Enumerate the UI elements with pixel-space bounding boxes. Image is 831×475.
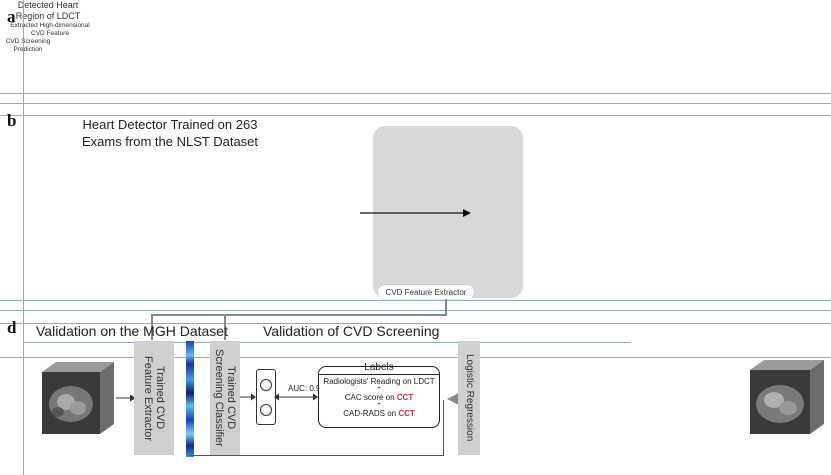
trained-extractor-line2: Feature Extractor <box>142 355 154 441</box>
heart-ct-cube-right <box>750 360 824 434</box>
prediction-node-bottom <box>260 404 272 416</box>
labels-box: Labels Radiologists' Reading on LDCT + C… <box>318 362 440 428</box>
label-radiologists: Radiologists' Reading on LDCT <box>323 377 435 386</box>
label-plus-1: + <box>377 386 381 392</box>
heart-detector-line2: Exams from the NLST Dataset <box>81 134 259 149</box>
arrow-to-prediction <box>240 393 256 401</box>
label-cac-cct: CCT <box>396 393 414 402</box>
connector-vertical <box>445 299 447 315</box>
label-cac-score: CAC score on CCT <box>319 393 439 402</box>
trained-classifier-line2: Screening Classifier <box>213 349 225 447</box>
trained-feature-extractor-box: Trained CVD Feature Extractor <box>134 341 174 455</box>
heart-detector-caption: Heart Detector Trained on 263 Exams from… <box>70 116 270 150</box>
detected-heart-line2: Region of LDCT <box>15 11 81 21</box>
connector-horizontal <box>151 314 447 316</box>
guide-line-short <box>23 342 631 343</box>
logistic-regression-label: Logistic Regression <box>464 354 475 442</box>
prediction-line1: CVD Screening <box>5 38 51 45</box>
trained-extractor-text: Trained CVD Feature Extractor <box>142 356 166 441</box>
arrow-to-extractor <box>116 394 136 402</box>
feature-caption-line1: Extracted High-dimensional <box>10 22 90 29</box>
label-cad-prefix: CAD-RADS on <box>343 409 399 418</box>
cvd-feature-extractor-card <box>373 126 523 298</box>
trained-extractor-line1: Trained CVD <box>154 366 166 430</box>
connector-mid-drop <box>224 314 226 340</box>
feedback-bottom-line <box>189 455 444 456</box>
arrow-to-logistic <box>447 393 459 405</box>
feedback-right-line <box>443 400 444 456</box>
label-plus-2: + <box>377 402 381 408</box>
feature-vector-bar <box>186 341 194 457</box>
trained-classifier-line1: Trained CVD <box>225 366 237 430</box>
guide-line <box>0 357 831 358</box>
prediction-box <box>256 369 276 425</box>
connector-left-drop <box>151 314 153 340</box>
extractor-arrow <box>360 209 471 217</box>
detected-heart-line1: Detected Heart <box>17 0 79 10</box>
guide-line-vertical <box>23 0 24 475</box>
auc-arrow <box>274 393 318 401</box>
auc-value: AUC: 0.925 <box>287 384 331 393</box>
mgh-title: Validation on the MGH Dataset <box>36 323 228 339</box>
label-cad-cct: CCT <box>398 409 415 418</box>
guide-line <box>0 103 831 104</box>
guide-line <box>0 115 831 116</box>
panel-letter-a: a <box>7 7 16 26</box>
panel-letter-b: b <box>7 111 17 130</box>
labels-title: Labels <box>319 362 439 375</box>
guide-line <box>0 323 831 324</box>
logistic-regression-box: Logistic Regression <box>458 341 480 455</box>
guide-line <box>0 310 831 311</box>
trained-classifier-text: Trained CVD Screening Classifier <box>213 349 237 447</box>
label-cac-prefix: CAC score on <box>344 393 397 402</box>
feature-caption: Extracted High-dimensional CVD Feature <box>0 22 100 38</box>
guide-line <box>0 300 831 301</box>
prediction-line2: Prediction <box>13 46 43 53</box>
screening-title: Validation of CVD Screening <box>263 323 440 339</box>
heart-ct-cube <box>42 362 114 434</box>
heart-detector-line1: Heart Detector Trained on 263 <box>82 117 258 132</box>
guide-line <box>0 93 831 94</box>
prediction-node-top <box>260 379 272 391</box>
extractor-label: CVD Feature Extractor <box>378 285 474 299</box>
trained-screening-classifier-box: Trained CVD Screening Classifier <box>210 341 240 455</box>
label-cad-rads: CAD-RADS on CCT <box>319 409 439 418</box>
detected-heart-caption: Detected Heart Region of LDCT <box>0 0 96 22</box>
panel-letter-d: d <box>7 318 17 337</box>
feature-caption-line2: CVD Feature <box>31 30 69 37</box>
prediction-caption: CVD Screening Prediction <box>0 38 56 54</box>
